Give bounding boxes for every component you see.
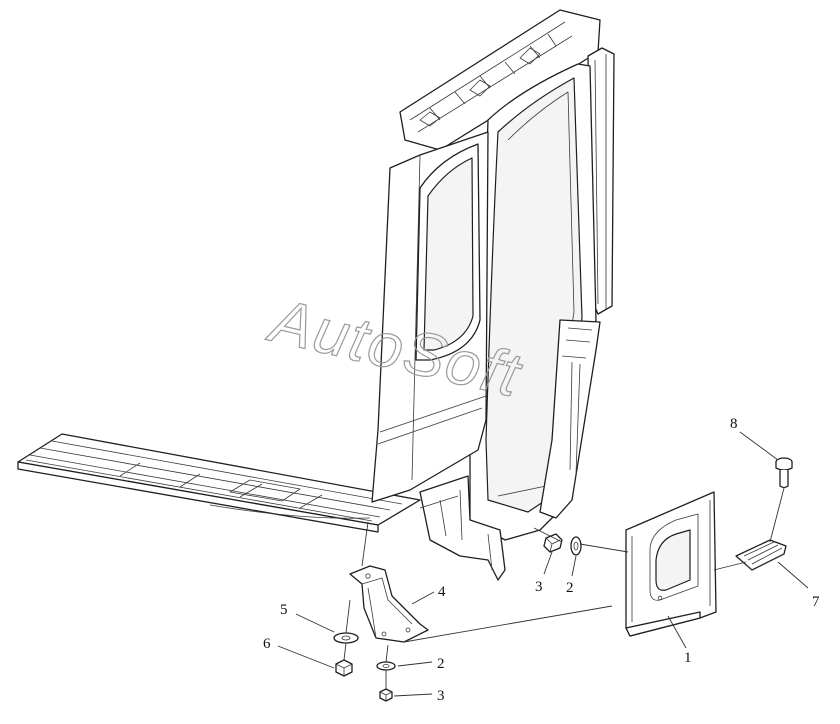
part-7-step-plate — [735, 539, 787, 571]
callout-3-upper: 3 — [535, 579, 543, 595]
callout-7: 7 — [812, 594, 820, 610]
part-2-washer-lower — [376, 661, 396, 671]
callout-leaders — [277, 431, 809, 697]
callout-4: 4 — [438, 584, 446, 600]
door-frame-pillar — [371, 9, 615, 581]
part-6-nut — [335, 659, 353, 677]
floor-rail-assembly — [17, 433, 421, 533]
part-5-washer — [333, 632, 359, 644]
callout-2-upper: 2 — [566, 580, 574, 596]
callout-1: 1 — [684, 650, 692, 666]
part-3-nut-lower — [379, 688, 393, 702]
callout-8: 8 — [730, 416, 738, 432]
callout-6: 6 — [263, 636, 271, 652]
part-8-bolt — [775, 457, 793, 489]
part-3-nut-upper — [543, 533, 563, 553]
assembly-lines — [343, 487, 785, 689]
part-1-step-cover — [625, 491, 717, 637]
callout-5: 5 — [280, 602, 288, 618]
callout-3-lower: 3 — [437, 688, 445, 704]
part-2-washer-upper — [570, 536, 582, 556]
callout-2-lower: 2 — [437, 656, 445, 672]
part-4-mounting-bracket — [349, 565, 429, 643]
callout-labels: 1 2 3 4 5 6 2 3 8 7 — [263, 416, 820, 704]
